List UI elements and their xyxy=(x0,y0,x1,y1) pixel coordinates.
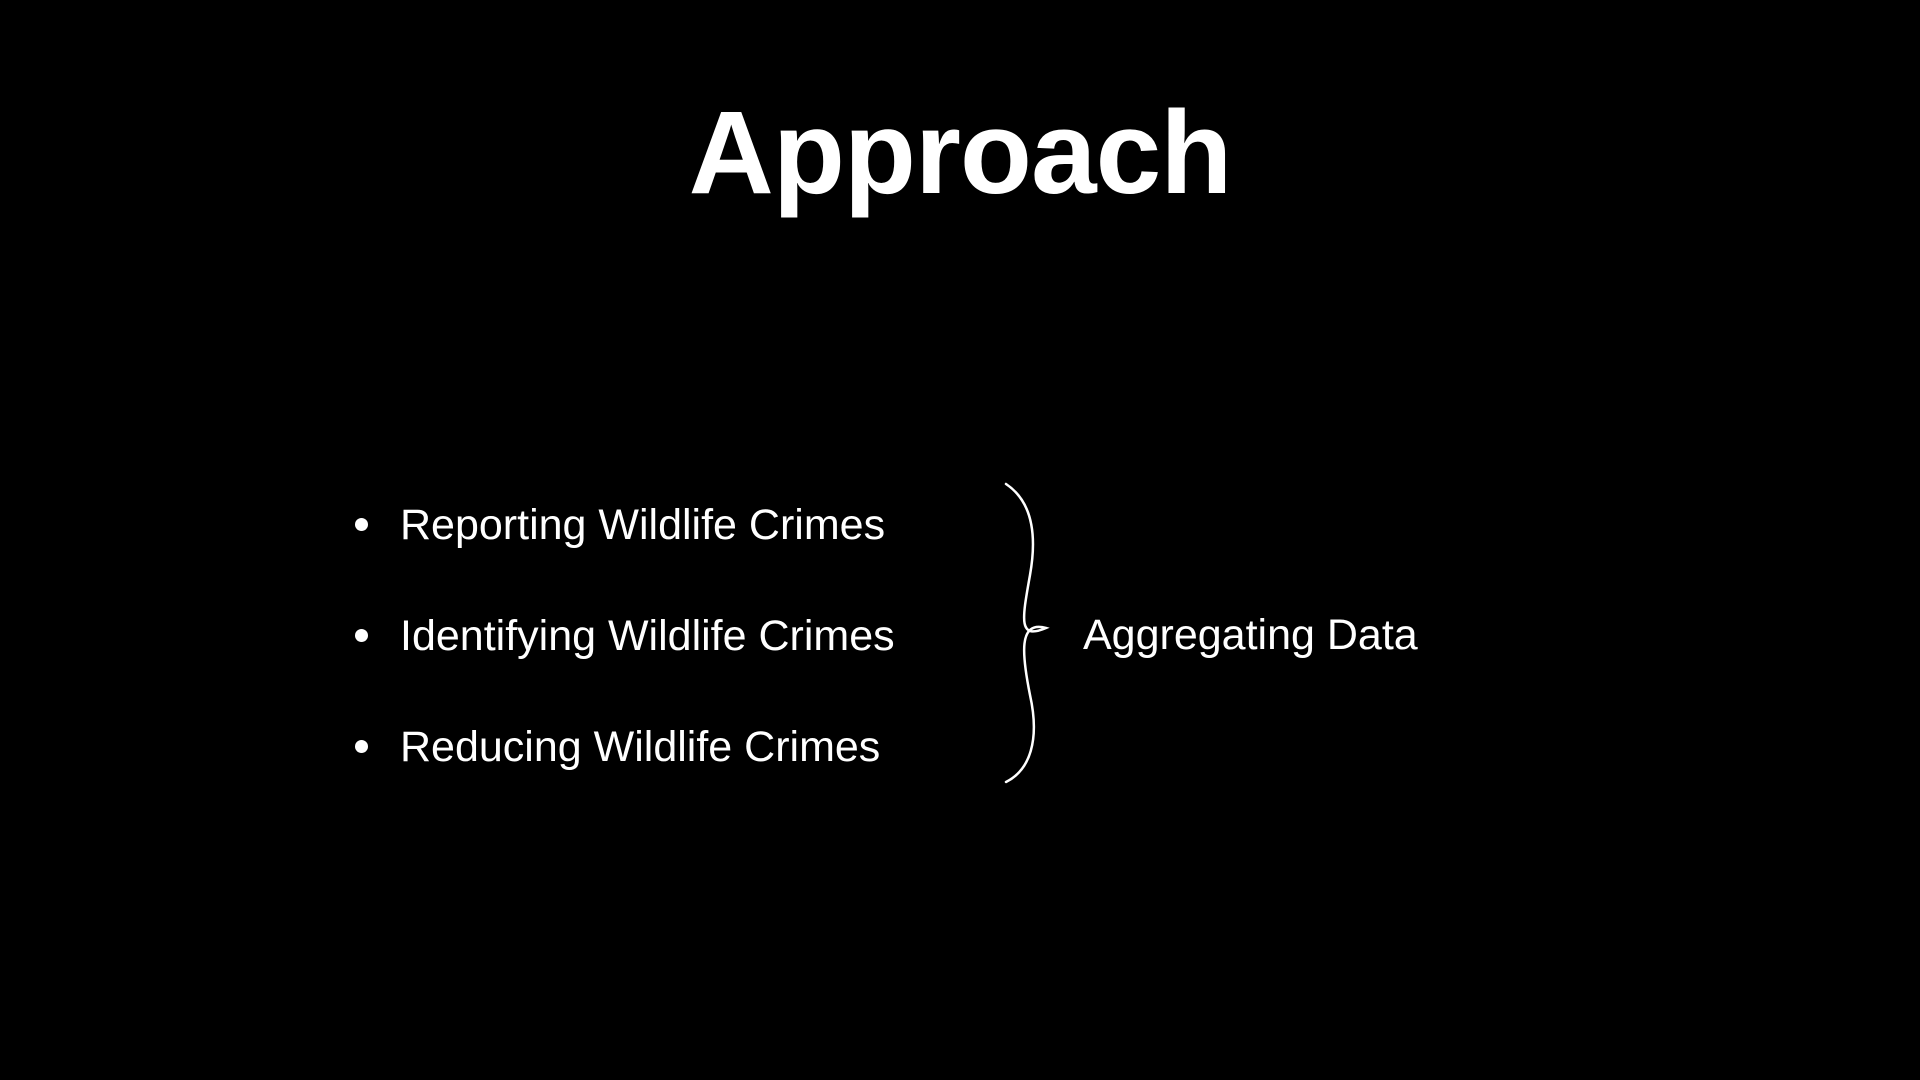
slide-title: Approach xyxy=(688,87,1233,219)
list-item: Identifying Wildlife Crimes xyxy=(350,601,895,712)
list-item: Reporting Wildlife Crimes xyxy=(350,490,895,601)
group-label: Aggregating Data xyxy=(1083,611,1418,659)
bullet-dot-icon xyxy=(355,629,368,642)
list-item-label: Reducing Wildlife Crimes xyxy=(400,723,881,771)
list-item: Reducing Wildlife Crimes xyxy=(350,712,895,823)
bullet-dot-icon xyxy=(355,740,368,753)
right-curly-brace-icon xyxy=(1004,482,1050,784)
list-item-label: Reporting Wildlife Crimes xyxy=(400,501,886,549)
bullet-dot-icon xyxy=(355,518,368,531)
bullet-list: Reporting Wildlife Crimes Identifying Wi… xyxy=(350,490,895,823)
list-item-label: Identifying Wildlife Crimes xyxy=(400,612,895,660)
